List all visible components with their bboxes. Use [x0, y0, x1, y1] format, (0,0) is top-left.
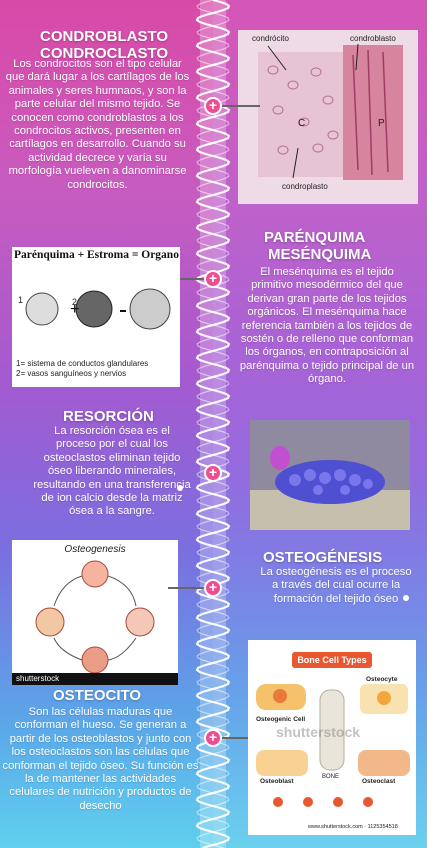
parenquima-text: El mesénquima es el tejido primitivo mes… [239, 266, 415, 386]
osteoclast-render [250, 420, 410, 530]
osteogenesis-cycle-diagram [35, 560, 155, 674]
cartilage-micrograph [238, 30, 418, 204]
resorcion-title: RESORCIÓN [63, 408, 154, 425]
condro-text: Los condrocitos son el tipo celular que … [5, 58, 190, 191]
osteogenesis-image: Osteogenesis shutterstock [12, 540, 178, 685]
timeline-dot-small [177, 485, 183, 491]
organ-diagram: + [25, 288, 171, 330]
osteogenesis-img-title: Osteogenesis [64, 544, 126, 555]
parenquima-title-2: MESÉNQUIMA [268, 246, 372, 263]
label-p: P [378, 118, 385, 129]
label-osteogenic-cell: Osteogenic Cell [256, 716, 306, 723]
timeline-marker-2: + [204, 270, 222, 288]
arrow-condro [220, 105, 260, 107]
arrow-osteocito [222, 737, 248, 739]
bone-cell-image-id: www.shutterstock.com · 1125354518 [308, 824, 398, 830]
bone-cell-title: Bone Cell Types [292, 652, 372, 668]
osteogenesis-watermark: shutterstock [12, 673, 178, 685]
parenquima-legend-1: 1= sistema de conductos glandulares [16, 359, 149, 368]
condro-title-1: CONDROBLASTO [40, 28, 169, 45]
label-condroplasto: condroplasto [282, 182, 328, 191]
label-bone: BONE [322, 774, 340, 780]
osteogenesis-text: La osteogénesis es el proceso a través d… [260, 566, 412, 605]
parenquima-title-1: PARÉNQUIMA [264, 229, 366, 246]
label-osteoblast: Osteoblast [260, 778, 294, 785]
timeline-marker-1: + [204, 97, 222, 115]
timeline-dot-small-2 [403, 595, 409, 601]
label-c: C [298, 118, 306, 129]
osteogenesis-title: OSTEOGÉNESIS [263, 549, 383, 566]
label-condrocito: condrócito [252, 34, 289, 43]
condro-title-2: CONDROCLASTO [40, 45, 169, 62]
parenquima-legend-2: 2= vasos sanguíneos y nervios [16, 369, 127, 378]
osteocito-title: OSTEOCITO [53, 687, 142, 704]
svg-text:+: + [70, 301, 79, 318]
timeline-marker-3: + [204, 464, 222, 482]
label-osteocyte: Osteocyte [366, 676, 398, 683]
timeline-marker-4: + [204, 579, 222, 597]
resorcion-image [250, 420, 410, 530]
bone-cell-types-image: Bone Cell Types Osteogenic Cell Osteocyt… [248, 640, 416, 835]
label-condroblasto: condroblasto [350, 34, 396, 43]
bone-cell-watermark: shutterstock [276, 724, 361, 740]
parenquima-num-1: 1 [18, 295, 24, 305]
condro-image: condrócito condroblasto condroplasto C P [238, 30, 418, 204]
parenquima-num-2: 2 [72, 297, 78, 307]
arrow-parenquima [180, 278, 218, 280]
bone-cell-diagram [256, 684, 410, 807]
osteocito-text: Son las células maduras que conforman el… [2, 706, 199, 812]
parenquima-image: Parénquima + Estroma = Organo + 1 2 1= s… [12, 247, 180, 387]
arrow-osteogenesis [168, 587, 216, 589]
parenquima-formula: Parénquima + Estroma = Organo [14, 249, 179, 261]
resorcion-text: La resorción ósea es el proceso por el c… [33, 425, 191, 518]
label-osteoclast: Osteoclast [362, 778, 396, 785]
timeline-marker-5: + [204, 729, 222, 747]
